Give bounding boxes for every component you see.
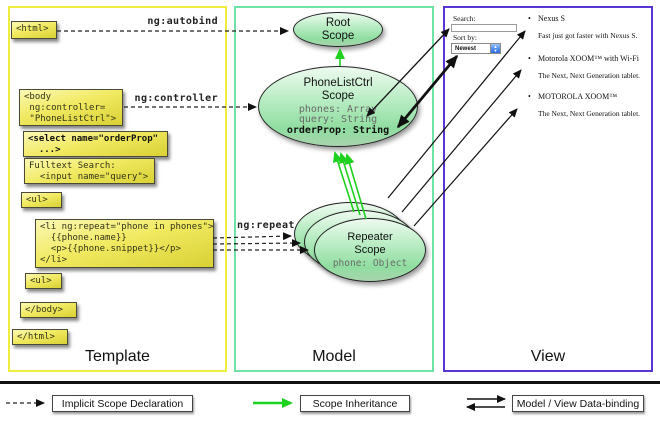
phone-item-name: Motorola XOOM™ with Wi-Fi (538, 54, 639, 63)
legend-data-binding: Model / View Data-binding (512, 395, 644, 412)
phonelistctrl-scope-title: PhoneListCtrl Scope (303, 77, 373, 102)
root-scope-title: Root Scope (321, 17, 355, 42)
bullet-icon: • (528, 92, 531, 101)
code-html-open: <html> (11, 21, 57, 39)
phone-item-snippet: The Next, Next Generation tablet. (538, 109, 641, 118)
repeater-scope-ellipse-front: Repeater Scope phone: Object (314, 218, 426, 282)
root-scope-ellipse: Root Scope (293, 12, 383, 47)
bullet-icon: • (528, 54, 531, 63)
search-input[interactable] (451, 24, 517, 32)
sort-by-selected-value: Newest (455, 45, 477, 52)
phone-item-name: Nexus S (538, 14, 565, 23)
ng-autobind-label: ng:autobind (147, 16, 218, 27)
code-fulltext-search: Fulltext Search: <input name="query"> (24, 158, 155, 184)
phonelistctrl-scope-ellipse: PhoneListCtrl Scope phones: Array query:… (258, 66, 418, 147)
legend-scope-inheritance: Scope Inheritance (300, 395, 410, 412)
model-panel: Model (234, 6, 434, 372)
repeater-scope-prop: phone: Object (332, 258, 408, 269)
phone-item-name: MOTOROLA XOOM™ (538, 92, 618, 101)
model-panel-label: Model (312, 348, 356, 365)
legend-separator (0, 381, 660, 384)
repeater-scope-title: Repeater Scope (347, 231, 393, 256)
sort-by-dropdown[interactable]: Newest ▲▼ (451, 43, 501, 54)
code-li-repeat: <li ng:repeat="phone in phones"> {{phone… (35, 219, 214, 268)
view-panel-label: View (530, 348, 566, 365)
sort-by-label: Sort by: (453, 33, 477, 42)
code-body-close: </body> (20, 302, 77, 318)
code-ul-open: <ul> (21, 192, 62, 208)
ng-repeat-label: ng:repeat (237, 220, 295, 231)
phone-item-snippet: The Next, Next Generation tablet. (538, 71, 641, 80)
phone-item-snippet: Fast just got faster with Nexus S. (538, 31, 638, 40)
search-label: Search: (453, 14, 476, 23)
legend-implicit-scope: Implicit Scope Declaration (52, 395, 193, 412)
code-ul-close: <ul> (25, 273, 62, 289)
code-html-close: </html> (12, 329, 68, 345)
phonelistctrl-scope-props: phones: Array query: String (298, 104, 378, 125)
dropdown-stepper-icon: ▲▼ (490, 44, 500, 53)
code-select: <select name="orderProp" ...> (23, 131, 168, 157)
ng-controller-label: ng:controller (134, 93, 218, 104)
phonelistctrl-scope-orderprop: orderProp: String (286, 125, 390, 136)
code-body-open: <body ng:controller= "PhoneListCtrl"> (19, 89, 123, 126)
template-panel-label: Template (85, 348, 150, 365)
bullet-icon: • (528, 14, 531, 23)
